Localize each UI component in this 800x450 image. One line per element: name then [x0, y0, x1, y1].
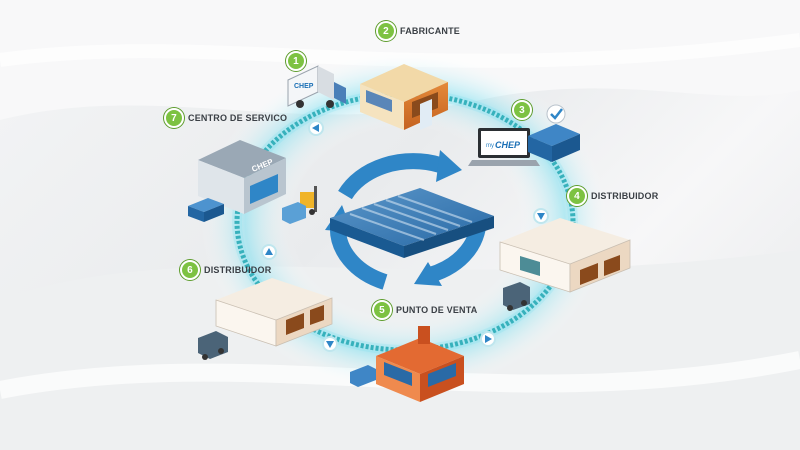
laptop-prefix: my — [486, 143, 494, 149]
truck-logo: CHEP — [294, 83, 314, 90]
ring-arrow-bottom-right[interactable] — [480, 331, 496, 347]
step-6-label[interactable]: 6 DISTRIBUIDOR — [180, 260, 271, 280]
step-5-text: PUNTO DE VENTA — [396, 305, 478, 315]
step-5-label[interactable]: 5 PUNTO DE VENTA — [372, 300, 477, 320]
check-badge-icon — [546, 104, 566, 124]
laptop-icon: my CHEP — [468, 104, 580, 166]
step-4-text: DISTRIBUIDOR — [591, 191, 659, 201]
step-3-label[interactable]: 3 — [512, 100, 532, 120]
step-7-badge: 7 — [164, 108, 184, 128]
ring-arrow-bottom-left[interactable] — [322, 336, 338, 352]
step-4-label[interactable]: 4 DISTRIBUIDOR — [567, 186, 658, 206]
step-3-badge: 3 — [512, 100, 532, 120]
step-7-text: CENTRO DE SERVICO — [188, 113, 288, 123]
ring-arrow-left[interactable] — [261, 244, 277, 260]
step-2-label[interactable]: 2 FABRICANTE — [376, 21, 460, 41]
ring-arrow-right[interactable] — [533, 208, 549, 224]
service-center-icon: CHEP — [188, 140, 317, 224]
distribution-warehouse-icon — [499, 218, 631, 311]
step-5-badge: 5 — [372, 300, 392, 320]
step-7-label[interactable]: 7 CENTRO DE SERVICO — [164, 108, 287, 128]
step-4-badge: 4 — [567, 186, 587, 206]
ring-arrow-top-left[interactable] — [308, 120, 324, 136]
step-6-text: DISTRIBUIDOR — [204, 265, 272, 275]
step-1-label[interactable]: 1 — [286, 51, 306, 71]
factory-icon — [360, 64, 448, 130]
step-2-text: FABRICANTE — [400, 26, 460, 36]
truck-icon: CHEP — [287, 65, 346, 108]
distribution-warehouse-left-icon — [198, 278, 333, 360]
retail-store-icon — [350, 326, 464, 402]
step-1-badge: 1 — [286, 51, 306, 71]
chep-pallet-icon — [330, 188, 494, 258]
laptop-logo: CHEP — [495, 140, 521, 150]
step-2-badge: 2 — [376, 21, 396, 41]
step-6-badge: 6 — [180, 260, 200, 280]
